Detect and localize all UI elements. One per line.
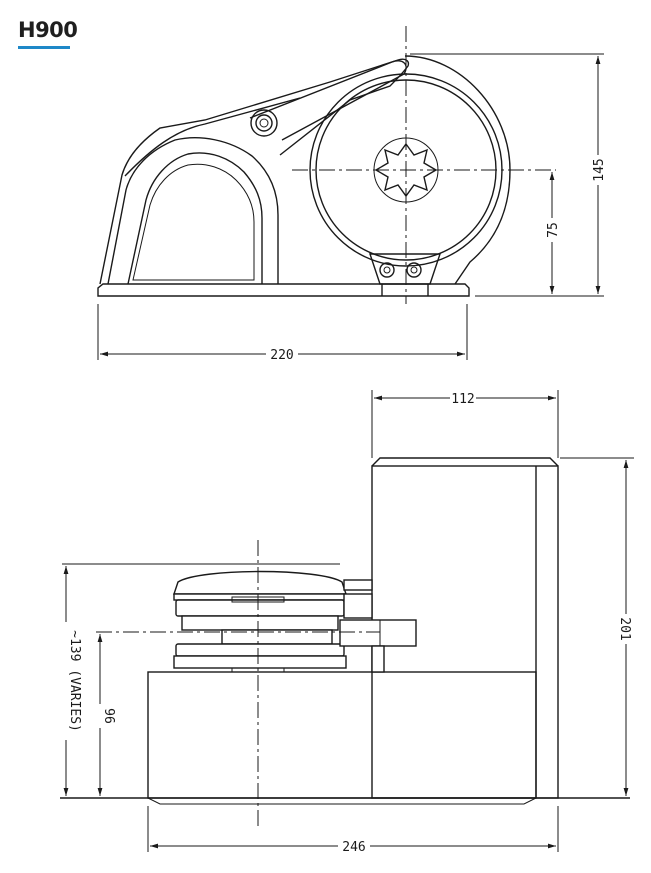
side-dim-width-bg — [266, 346, 298, 362]
front-gypsy-base — [173, 655, 347, 669]
side-view: 145 75 220 — [97, 26, 607, 363]
side-dim-height-bg — [590, 155, 606, 185]
front-base-foot — [147, 797, 537, 805]
side-dim-shaft-label: 75 — [546, 222, 561, 238]
side-bolt-left-core — [383, 266, 391, 274]
side-bolt-right-core — [410, 266, 418, 274]
front-dim-width-bg — [338, 838, 370, 854]
side-lever-arm — [249, 60, 407, 141]
side-bolt-left — [379, 262, 395, 278]
front-tower-top-bevel — [371, 457, 559, 467]
front-dim-varies-label: ~139 (VARIES) — [67, 630, 82, 732]
front-dim-height-label: 201 — [617, 617, 632, 640]
side-window-inner — [127, 152, 263, 285]
side-bracket-foot — [381, 284, 429, 296]
side-bracket — [369, 253, 441, 285]
front-base-body — [147, 671, 537, 799]
model-title: H900 — [18, 18, 78, 42]
front-gypsy-cap — [173, 570, 347, 595]
front-dim-depth-label: 112 — [451, 392, 474, 407]
side-housing-inner — [124, 97, 301, 177]
side-window-panel — [132, 163, 255, 281]
front-lever-block — [339, 619, 417, 647]
side-base-plate — [97, 283, 470, 297]
side-window-outer — [107, 137, 279, 285]
front-dim-height-bg — [618, 614, 634, 644]
front-shaft-upper — [343, 579, 373, 591]
side-housing-outline — [99, 58, 410, 285]
front-lever-post — [371, 645, 385, 673]
front-dim-deck-bg — [92, 704, 108, 728]
front-dim-depth-bg — [450, 390, 476, 406]
front-dim-width-label: 246 — [342, 840, 365, 855]
side-dim-shaft-bg — [544, 218, 560, 242]
front-gypsy-body — [181, 615, 339, 631]
side-pivot-inner — [259, 118, 269, 128]
side-pivot-mid — [255, 114, 273, 132]
front-shaft-collar — [343, 593, 373, 619]
front-dim-varies-bg — [57, 622, 75, 740]
front-dim-deck-label: 96 — [101, 708, 116, 724]
side-dim-height-label: 145 — [592, 158, 607, 181]
side-pivot-outer — [250, 109, 278, 137]
front-gypsy-lower-flange — [175, 643, 345, 657]
title-underline — [18, 46, 70, 49]
front-view: 112 201 ~139 (VARIES) 96 246 — [57, 390, 634, 855]
side-bolt-right — [406, 262, 422, 278]
side-dim-width-label: 220 — [270, 348, 293, 363]
